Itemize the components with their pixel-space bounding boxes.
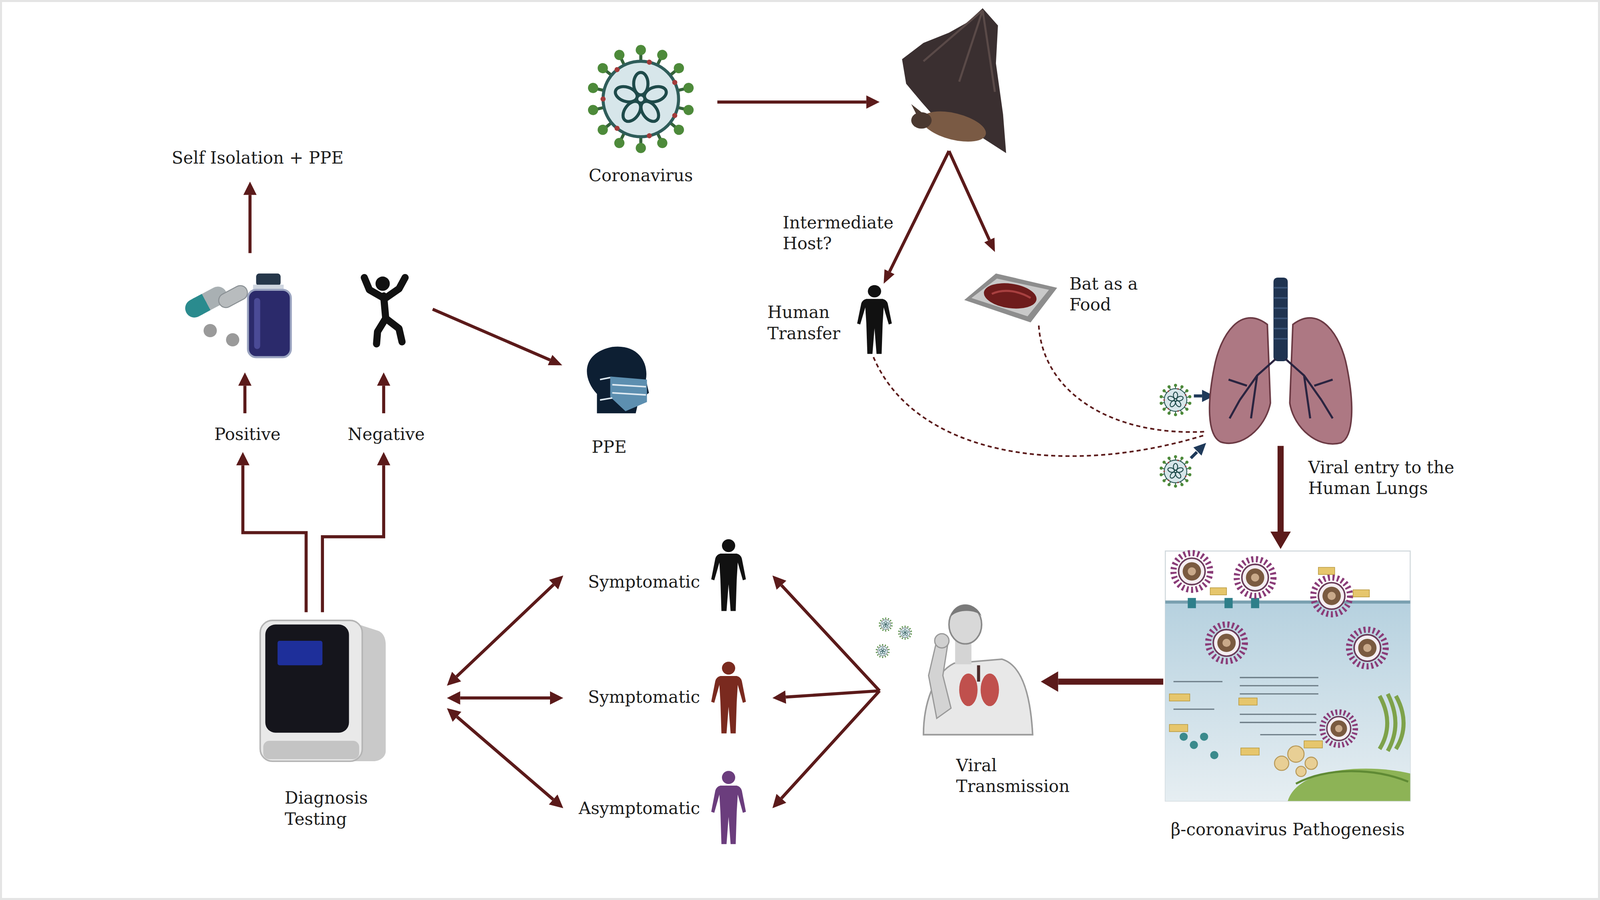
connector-line: [781, 585, 880, 691]
arrowhead: [1040, 671, 1058, 692]
connector: [446, 575, 564, 686]
connector-line: [242, 465, 306, 612]
coughing-person-icon: [923, 604, 1033, 735]
virus-icon: [1159, 383, 1192, 416]
arrowhead: [446, 691, 460, 705]
annotation-label: Intermediate Host?: [782, 212, 911, 255]
person-icon: [711, 539, 746, 611]
droplet-icon: [878, 617, 893, 632]
connector-line: [781, 690, 880, 799]
pathogenesis-node: β-coronavirus Pathogenesis: [1163, 548, 1412, 804]
patient-node: Asymptomatic: [563, 768, 773, 848]
node-label: β-coronavirus Pathogenesis: [1139, 819, 1436, 841]
transmission-node: Viral Transmission: [879, 600, 1041, 739]
connector: [772, 690, 880, 808]
ppe-node: PPE: [581, 344, 651, 417]
human-node: Human Transfer: [851, 281, 898, 358]
node-label: PPE: [568, 436, 650, 458]
food-tray-icon: [964, 273, 1058, 323]
node-label: Bat as a Food: [1069, 273, 1162, 316]
person-icon: [711, 770, 746, 844]
lungs-node: Viral entry to the Human Lungs: [1206, 273, 1358, 446]
arrowhead: [446, 708, 462, 722]
arrowhead: [772, 794, 787, 809]
connector-line: [1038, 325, 1206, 432]
virus-node: Coronavirus: [586, 44, 695, 156]
flow-arrow: [238, 95, 996, 414]
connector: [772, 690, 880, 704]
arrowhead: [550, 691, 564, 705]
connector: [236, 452, 307, 613]
connector-line: [785, 690, 880, 698]
connector: [446, 708, 564, 808]
arrowhead: [446, 671, 461, 686]
connector: [1038, 325, 1206, 432]
arrowhead: [549, 575, 564, 590]
patient-node: Symptomatic: [563, 536, 773, 615]
lungs-icon: [1209, 277, 1352, 444]
connector-line: [1058, 678, 1164, 685]
node-label: Asymptomatic: [565, 798, 700, 820]
virus-icon: [1159, 455, 1192, 488]
result-node: Positive: [204, 417, 291, 452]
action-node: Self Isolation + PPE: [163, 140, 352, 176]
connector-line: [1277, 446, 1284, 532]
human-icon: [857, 285, 892, 354]
connector: [1270, 446, 1291, 550]
connector: [772, 575, 880, 691]
arrowhead: [772, 690, 786, 704]
virus-icon: [586, 44, 695, 153]
person-icon: [711, 661, 746, 734]
arrowhead: [772, 575, 787, 590]
node-label: Positive: [214, 424, 281, 446]
pathogenesis-figure: [1165, 551, 1410, 802]
connector-line: [322, 465, 384, 612]
mask-head-icon: [586, 346, 649, 414]
connector: [446, 691, 564, 705]
diagnosis-node: Diagnosis Testing: [255, 612, 448, 766]
node-label: Viral entry to the Human Lungs: [1308, 457, 1482, 500]
arrowhead: [236, 452, 250, 466]
arrowhead: [1270, 531, 1291, 549]
bat-icon: [902, 8, 1006, 153]
node-label: Symptomatic: [565, 686, 700, 708]
healthy-person-icon: [364, 276, 406, 344]
droplet-icon: [898, 625, 912, 640]
patient-node: Symptomatic: [563, 659, 773, 737]
node-label: Self Isolation + PPE: [171, 147, 344, 169]
connector: [1040, 671, 1164, 692]
node-label: Coronavirus: [554, 165, 728, 187]
connector: [873, 357, 1207, 456]
node-label: Negative: [347, 424, 425, 446]
food-node: Bat as a Food: [961, 270, 1060, 326]
result-node: Negative: [337, 417, 435, 452]
medicine-icon: [182, 273, 291, 358]
node-label: Viral Transmission: [956, 755, 1084, 798]
connector-line: [456, 584, 554, 677]
connector-line: [460, 696, 550, 700]
droplet-icon: [875, 644, 890, 658]
connector-line: [873, 357, 1207, 456]
arrowhead: [377, 452, 391, 466]
node-label: Human Transfer: [767, 302, 849, 344]
connector: [322, 452, 391, 613]
arrowhead: [548, 794, 564, 808]
node-label: Diagnosis Testing: [284, 787, 398, 830]
connector-line: [456, 716, 554, 800]
node-label: Symptomatic: [565, 571, 700, 593]
pcr-machine-icon: [260, 620, 386, 762]
